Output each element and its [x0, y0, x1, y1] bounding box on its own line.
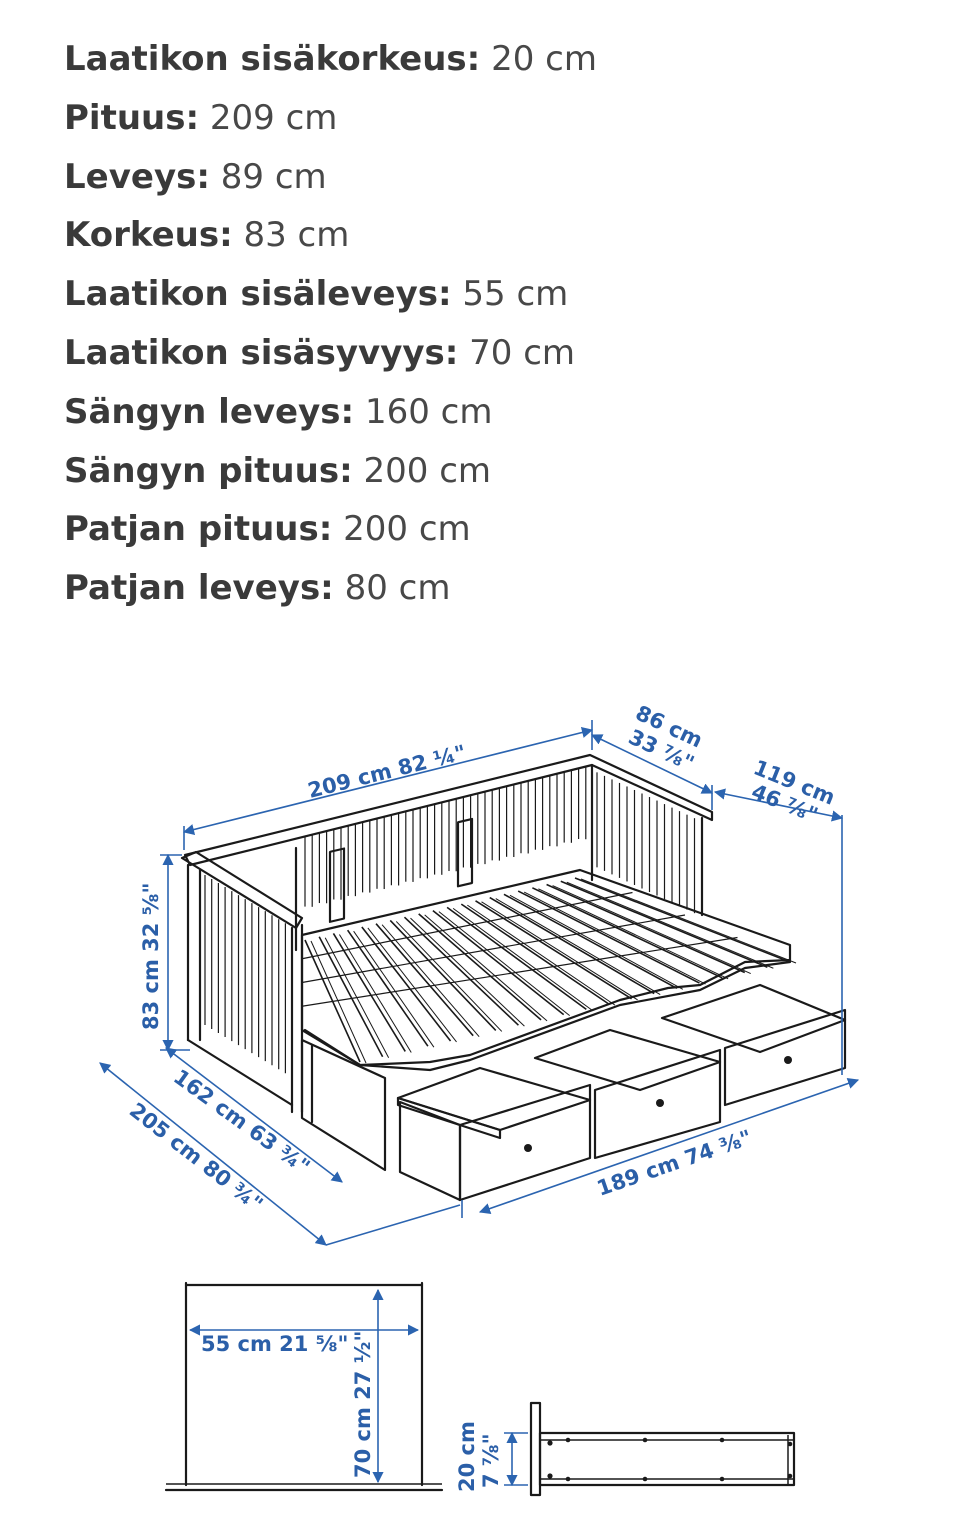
- spec-value: 160 cm: [364, 391, 493, 432]
- spec-label: Patjan leveys:: [64, 568, 334, 609]
- spec-label: Sängyn leveys:: [64, 391, 355, 432]
- spec-label: Laatikon sisäleveys:: [64, 274, 452, 315]
- spec-label: Patjan pituus:: [64, 509, 333, 550]
- spec-label: Pituus:: [64, 97, 200, 138]
- spec-mattress-width: Patjan leveys: 80 cm: [64, 565, 924, 624]
- spec-value: 89 cm: [220, 156, 327, 197]
- spec-value: 209 cm: [209, 97, 338, 138]
- spec-drawer-inner-depth: Laatikon sisäsyvyys: 70 cm: [64, 330, 924, 389]
- side-rail-slats: [204, 875, 286, 1074]
- spec-bed-width: Sängyn leveys: 160 cm: [64, 389, 924, 448]
- spec-value: 70 cm: [469, 332, 576, 373]
- dim-drawer-height-in: 7 ⅞": [479, 1433, 503, 1488]
- spec-label: Sängyn pituus:: [64, 450, 353, 491]
- dim-drawer-height-cm: 20 cm: [455, 1421, 479, 1492]
- dim-length-label: 209 cm 82 ¼": [305, 740, 468, 802]
- spec-height: Korkeus: 83 cm: [64, 212, 924, 271]
- spec-value: 200 cm: [343, 509, 471, 550]
- front-rail: [300, 1038, 387, 1172]
- drawer-side-view: 20 cm 7 ⅞": [455, 1401, 796, 1497]
- bed-left-end: [180, 850, 304, 1114]
- platform-slats: [301, 877, 797, 1064]
- spec-bed-length: Sängyn pituus: 200 cm: [64, 448, 924, 507]
- spec-value: 200 cm: [363, 450, 492, 491]
- dim-drawer-depth-label: 70 cm 27 ½": [351, 1331, 375, 1478]
- spec-length: Pituus: 209 cm: [64, 95, 924, 154]
- spec-label: Leveys:: [64, 156, 210, 197]
- dim-height-label: 83 cm 32 ⅝": [139, 883, 163, 1030]
- spec-value: 55 cm: [462, 274, 569, 315]
- drawer-top-view: 55 cm 21 ⅝" 70 cm 27 ½": [164, 1281, 444, 1492]
- spec-label: Korkeus:: [64, 215, 233, 256]
- spec-label: Laatikon sisäsyvyys:: [64, 332, 459, 373]
- spec-value: 20 cm: [491, 39, 597, 79]
- drawer-1: [396, 1066, 592, 1202]
- spec-drawer-inner-height: Laatikon sisäkorkeus: 20 cm: [64, 36, 924, 95]
- spec-mattress-length: Patjan pituus: 200 cm: [64, 506, 924, 565]
- drawer-3: [660, 983, 847, 1107]
- spec-value: 83 cm: [243, 215, 350, 256]
- spec-drawer-inner-width: Laatikon sisäleveys: 55 cm: [64, 271, 924, 330]
- spec-width: Leveys: 89 cm: [64, 154, 924, 213]
- specification-list: Laatikon sisäkorkeus: 20 cm Pituus: 209 …: [64, 36, 924, 624]
- spec-value: 80 cm: [344, 568, 451, 609]
- spec-label: Laatikon sisäkorkeus:: [64, 39, 481, 79]
- dim-drawer-width-label: 55 cm 21 ⅝": [201, 1332, 348, 1356]
- bed-slat-platform: [300, 868, 797, 1072]
